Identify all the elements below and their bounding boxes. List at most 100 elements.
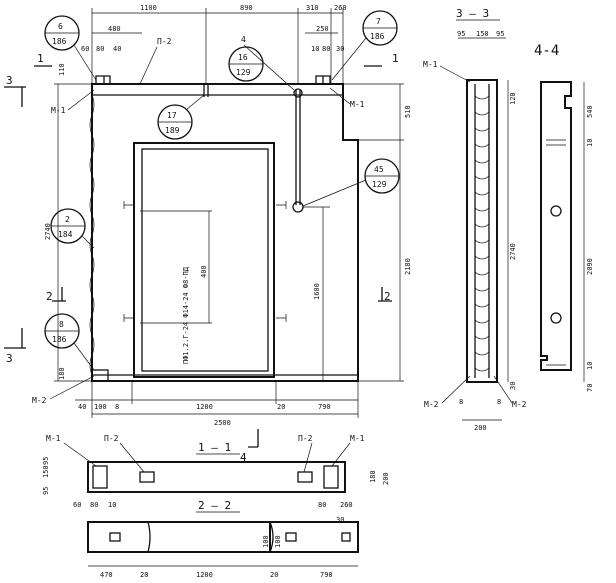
main-elevation	[89, 75, 359, 382]
section-3-3: 3 — 3 95 150 95 120 2740 30 М-1 М-2 М-2 …	[423, 7, 527, 432]
s11-p2-right: П-2	[298, 434, 313, 443]
s44-body	[540, 81, 572, 371]
s33-m2-left: М-2	[424, 400, 439, 409]
svg-text:189: 189	[165, 126, 180, 135]
cut-1-right-label: 1	[392, 52, 399, 65]
dim-bot-40: 40	[78, 403, 86, 411]
p2-leader-top	[139, 46, 158, 85]
svg-text:95: 95	[496, 30, 504, 38]
svg-text:20: 20	[270, 571, 278, 579]
s11-m1-left: М-1	[46, 434, 61, 443]
pipe-node-top	[293, 88, 303, 98]
dim-left-2740: 2740	[44, 223, 52, 240]
s22-body	[87, 521, 359, 553]
svg-text:150: 150	[476, 30, 489, 38]
m1-leader-left	[67, 89, 95, 111]
svg-text:17: 17	[167, 111, 177, 120]
svg-text:120: 120	[509, 92, 517, 105]
dim-inner-1600: 1600	[313, 283, 321, 300]
s11-p2-left: П-2	[104, 434, 119, 443]
dim-top-30: 30	[336, 45, 344, 53]
svg-text:1200: 1200	[196, 571, 213, 579]
svg-text:186: 186	[52, 37, 67, 46]
cut-4-label: 4	[240, 451, 247, 464]
callout-16: 16 129	[228, 46, 264, 82]
svg-text:70: 70	[586, 384, 594, 392]
svg-text:95: 95	[42, 487, 50, 495]
left-annotations: 2740 110 180 3 3 2 1 М-1 М-2	[4, 52, 95, 405]
section-1-1-title: 1 — 1	[198, 441, 231, 454]
dim-bot-790: 790	[318, 403, 331, 411]
svg-text:260: 260	[340, 501, 353, 509]
cut-2-right	[378, 287, 392, 302]
top-item-left	[95, 75, 111, 84]
svg-text:184: 184	[58, 230, 73, 239]
dim-top-1100: 1100	[140, 4, 157, 12]
pipe-node-bottom	[292, 201, 304, 213]
svg-text:150: 150	[42, 465, 50, 478]
dim-top-40: 40	[113, 45, 121, 53]
svg-text:2: 2	[65, 215, 70, 224]
dim-top-480: 480	[108, 25, 121, 33]
callout-8: 8 186	[44, 313, 95, 371]
svg-text:180: 180	[369, 470, 377, 483]
dim-bot-100: 100	[94, 403, 107, 411]
cut-2-left	[52, 287, 66, 302]
hook-2	[123, 314, 134, 322]
svg-text:10: 10	[108, 501, 116, 509]
section-2-2-title: 2 — 2	[198, 499, 231, 512]
cut-2-left-label: 2	[46, 290, 53, 303]
svg-text:100: 100	[262, 535, 270, 548]
hook-3	[276, 201, 287, 209]
opening-outer	[133, 142, 275, 378]
callout-7: 7 186	[331, 10, 398, 81]
callout-6: 6 186	[44, 15, 97, 81]
svg-text:2740: 2740	[509, 243, 517, 260]
dim-top-80b: 80	[322, 45, 330, 53]
dim-right-2180: 2180	[404, 258, 412, 275]
svg-text:30: 30	[336, 516, 344, 524]
svg-text:186: 186	[370, 32, 385, 41]
dim-left-110: 110	[58, 63, 66, 76]
s33-ribs	[474, 95, 490, 372]
dim-inner-400: 400	[200, 265, 208, 278]
svg-text:129: 129	[236, 68, 251, 77]
svg-text:45: 45	[374, 165, 384, 174]
callout-tag-4-leader	[243, 44, 295, 91]
s33-body	[466, 79, 498, 383]
svg-text:790: 790	[320, 571, 333, 579]
svg-text:80: 80	[318, 501, 326, 509]
svg-text:80: 80	[90, 501, 98, 509]
svg-text:6: 6	[58, 22, 63, 31]
section-1-1: 1 — 1 4 М-1 П-2 П-2 М-1 95 150 95 180 20…	[42, 429, 390, 524]
svg-text:10: 10	[586, 139, 594, 147]
hook-1	[123, 201, 134, 209]
s11-body	[87, 461, 346, 493]
top-item-right	[315, 75, 331, 84]
callout-tag-4: 4	[241, 35, 246, 44]
svg-text:200: 200	[382, 472, 390, 485]
s33-m1: М-1	[423, 60, 438, 69]
svg-text:95: 95	[42, 457, 50, 465]
svg-text:8: 8	[497, 398, 501, 406]
svg-text:10: 10	[586, 362, 594, 370]
cut-3-top-label: 3	[6, 74, 13, 87]
s44-hole-1	[550, 205, 562, 217]
svg-text:8: 8	[59, 320, 64, 329]
bottom-annotations: 40 100 8 1200 20 790 2500	[75, 381, 359, 427]
svg-text:540: 540	[586, 105, 594, 118]
s33-m2-right: М-2	[512, 400, 527, 409]
svg-text:95: 95	[457, 30, 465, 38]
m2-leader-left	[49, 375, 95, 400]
s11-m1-right: М-1	[350, 434, 365, 443]
svg-text:186: 186	[52, 335, 67, 344]
svg-text:200: 200	[474, 424, 487, 432]
dim-bot-20: 20	[277, 403, 285, 411]
s44-hole-2	[550, 312, 562, 324]
frame-text: ПФ1.2.Г-24 Ф14-24 Ф8-ПД	[182, 266, 190, 364]
section-4-4-title: 4-4	[534, 43, 559, 59]
dim-top-80a: 80	[96, 45, 104, 53]
svg-text:30: 30	[509, 382, 517, 390]
cut-3-top	[4, 86, 26, 107]
cut-3-bottom-label: 3	[6, 352, 13, 365]
